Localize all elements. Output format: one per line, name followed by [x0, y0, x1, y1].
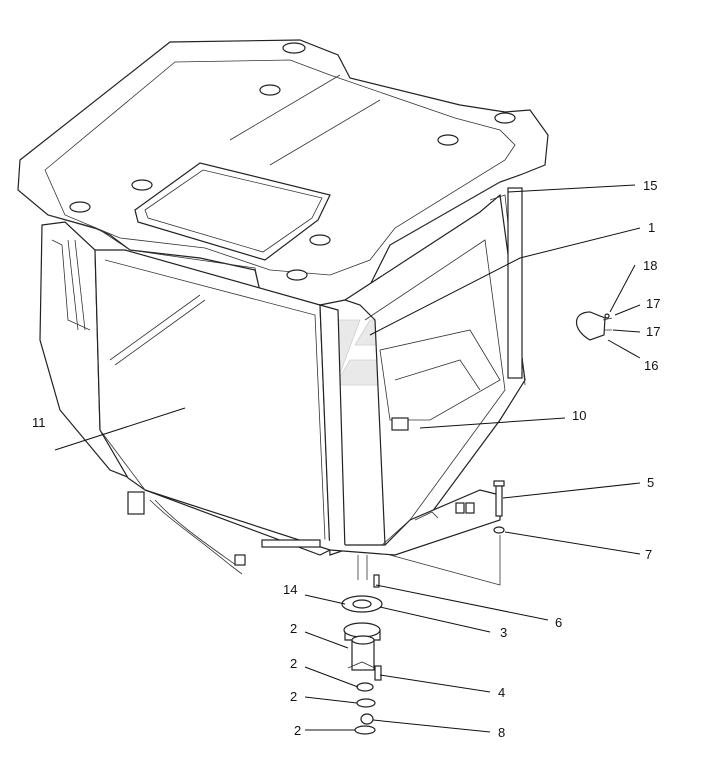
callout-1: 1	[648, 220, 655, 235]
callout-2-c: 2	[290, 689, 297, 704]
bolt-and-nut	[389, 480, 505, 586]
callout-4: 4	[498, 685, 505, 700]
callout-15: 15	[643, 178, 657, 193]
callout-5: 5	[647, 475, 654, 490]
lock-pin-clip	[575, 311, 613, 341]
mount-parts-stack	[341, 555, 383, 735]
callout-2-d: 2	[294, 723, 301, 738]
callout-6: 6	[555, 615, 562, 630]
callout-17-upper: 17	[646, 296, 660, 311]
callout-2-b: 2	[290, 656, 297, 671]
callout-7: 7	[645, 547, 652, 562]
callout-16: 16	[644, 358, 658, 373]
callout-labels: 15 1 18 17 17 16 10 11 5 7 6 14 3 2 2 4 …	[32, 178, 660, 740]
callout-2-a: 2	[290, 621, 297, 636]
callout-17-lower: 17	[646, 324, 660, 339]
callout-3: 3	[500, 625, 507, 640]
cab-assembly	[17, 39, 549, 575]
callout-18: 18	[643, 258, 657, 273]
callout-11: 11	[32, 415, 46, 430]
callout-14: 14	[283, 582, 297, 597]
callout-8: 8	[498, 725, 505, 740]
callout-10: 10	[572, 408, 586, 423]
leader-lines	[54, 184, 641, 733]
